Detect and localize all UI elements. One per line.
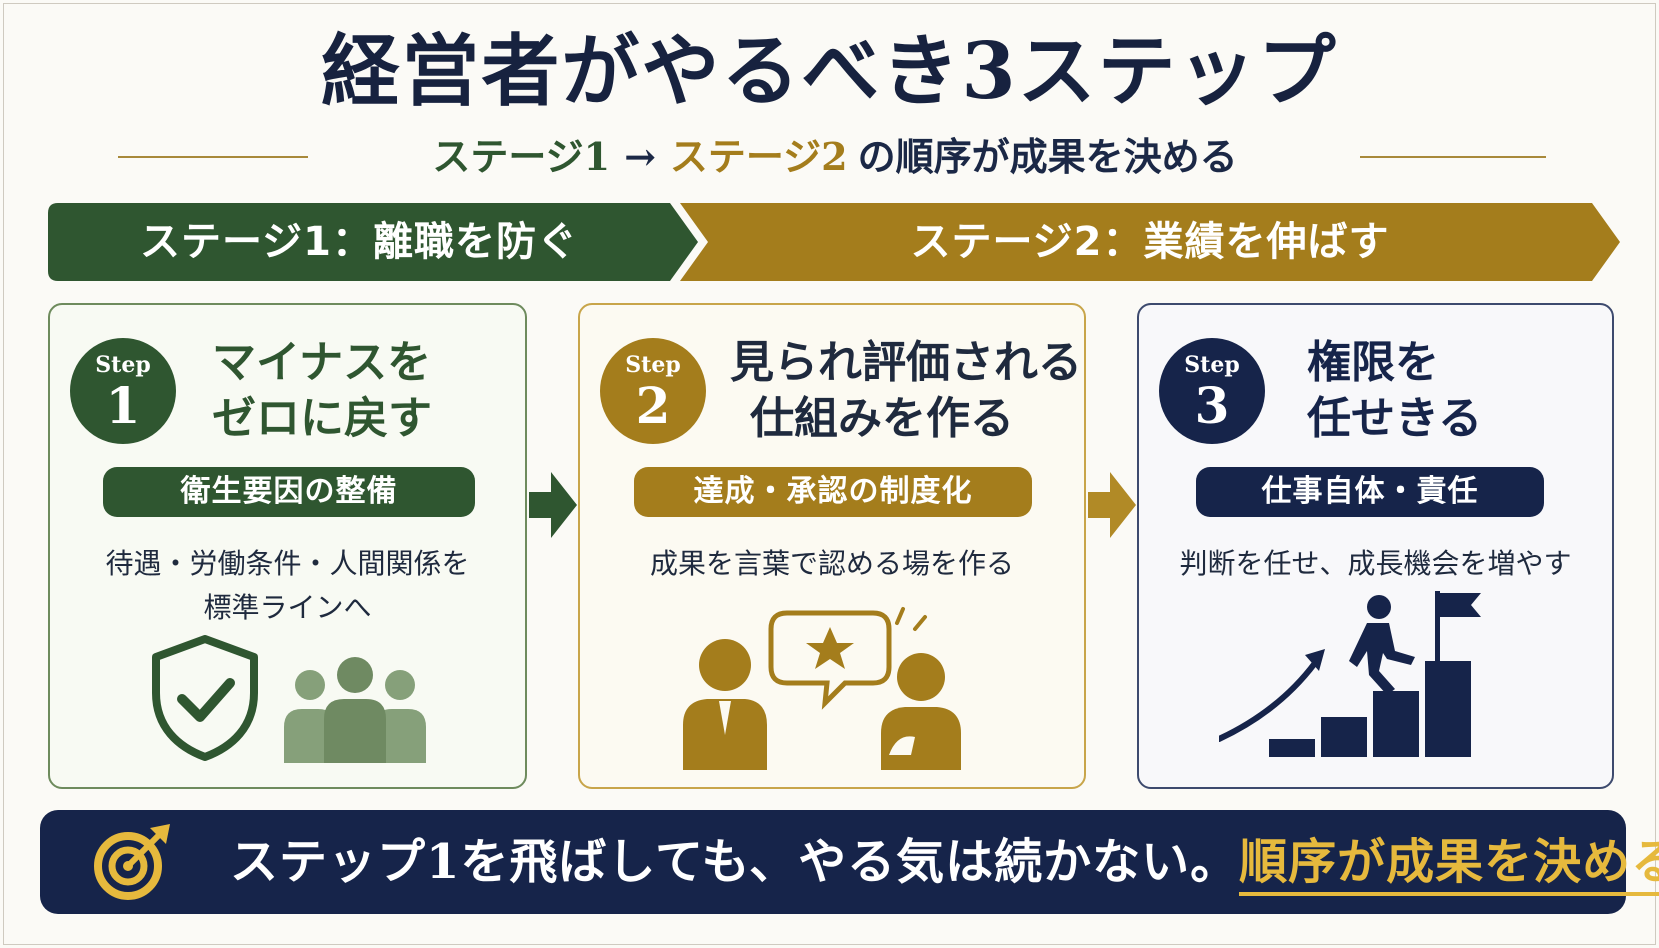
step-desc-1: 待遇・労働条件・人間関係を 標準ラインへ [50, 542, 525, 630]
step-desc-line: 待遇・労働条件・人間関係を [105, 547, 470, 580]
star-speech-bubble-icon [768, 610, 892, 710]
footer-banner: ステップ1を飛ばしても、やる気は続かない。順序が成果を決める。 [40, 810, 1659, 914]
step-desc-3: 判断を任せ、成長機会を増やす [1139, 542, 1612, 586]
growth-arrow-icon [1219, 649, 1325, 742]
step-title-line: 見られ評価される [730, 337, 1082, 388]
stage2-banner-label: ステージ2：業績を伸ばす [910, 219, 1390, 265]
step-card-3: Step 3 権限を 任せきる 仕事自体・責任 判断を任せ、成長機会を増やす [1137, 303, 1614, 789]
step-title-line: 任せきる [1307, 393, 1483, 444]
step-title-2: 見られ評価される 仕組みを作る [730, 335, 1082, 447]
step-badge-number: 3 [1194, 376, 1230, 435]
stage2-banner: ステージ2：業績を伸ばす [680, 203, 1620, 281]
subtitle-rule-left [118, 156, 308, 158]
footer-main-text: ステップ1を飛ばしても、やる気は続かない。 [230, 834, 1240, 890]
step-title-1: マイナスを ゼロに戻す [212, 335, 432, 447]
step-badge-label: Step [625, 352, 681, 378]
step-desc-line: 判断を任せ、成長機会を増やす [1179, 547, 1572, 580]
flow-arrow-1-icon [529, 472, 577, 538]
step-pill-1: 衛生要因の整備 [103, 467, 475, 517]
step-pill-3: 仕事自体・責任 [1196, 467, 1544, 517]
subtitle-rule-right [1360, 156, 1546, 158]
step-badge-3: Step 3 [1159, 338, 1265, 444]
footer-highlight-text: 順序が成果を決める。 [1239, 834, 1659, 896]
step-badge-label: Step [1184, 352, 1240, 378]
footer-message: ステップ1を飛ばしても、やる気は続かない。順序が成果を決める。 [230, 810, 1659, 914]
stage1-banner-shape [48, 203, 698, 281]
subtitle-rest: の順序が成果を決める [857, 134, 1238, 179]
climbing-stairs-flag-icon [1219, 591, 1481, 757]
step-badge-number: 2 [635, 376, 671, 435]
step-title-3: 権限を 任せきる [1307, 335, 1482, 447]
step-desc-2: 成果を言葉で認める場を作る [580, 542, 1084, 586]
stage1-banner: ステージ1：離職を防ぐ [48, 203, 698, 281]
step-title-line: ゼロに戻す [212, 393, 432, 444]
step-pill-2: 達成・承認の制度化 [634, 467, 1032, 517]
step-title-line: 権限を [1307, 337, 1439, 388]
target-arrow-icon [94, 824, 170, 900]
step-desc-line: 標準ラインへ [203, 591, 372, 624]
step-badge-2: Step 2 [600, 338, 706, 444]
step-card-2: Step 2 見られ評価される 仕組みを作る 達成・承認の制度化 成果を言葉で認… [578, 303, 1086, 789]
stage2-banner-shape [680, 203, 1620, 281]
subtitle-stage1: ステージ1 [432, 134, 611, 179]
people-group-icon [284, 657, 426, 763]
shield-check-icon [152, 635, 258, 761]
step-title-line: 仕組みを作る [750, 393, 1014, 444]
two-people-talking-icon [683, 607, 961, 770]
subtitle-stage2: ステージ2 [669, 134, 848, 179]
step-badge-1: Step 1 [70, 338, 176, 444]
step-desc-line: 成果を言葉で認める場を作る [649, 547, 1014, 580]
stage1-banner-label: ステージ1：離職を防ぐ [139, 219, 579, 265]
subtitle-arrow: → [624, 134, 656, 179]
flow-arrow-2-icon [1088, 472, 1136, 538]
step-card-1: Step 1 マイナスを ゼロに戻す 衛生要因の整備 待遇・労働条件・人間関係を… [48, 303, 527, 789]
step-title-line: マイナスを [212, 337, 432, 388]
step-badge-label: Step [95, 352, 151, 378]
page-frame [3, 3, 1656, 945]
step-badge-number: 1 [105, 376, 141, 435]
page-title: 経営者がやるべき3ステップ [321, 26, 1338, 117]
